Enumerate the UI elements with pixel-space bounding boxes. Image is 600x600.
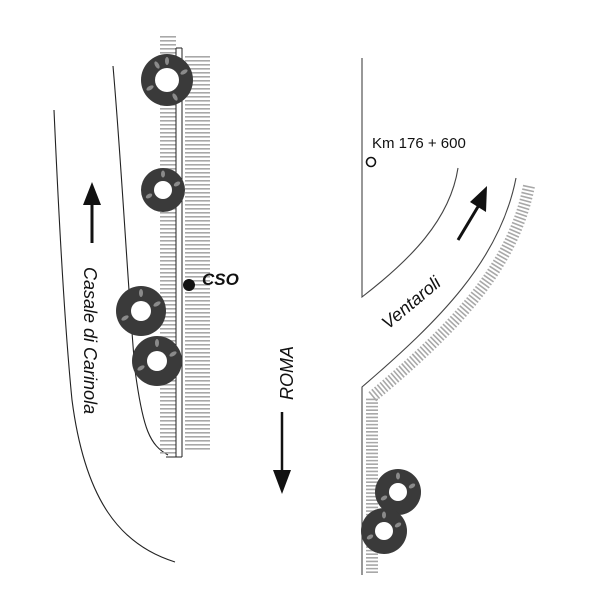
right-road-outer-edge: [361, 177, 517, 575]
casale-label: Casale di Carinola: [80, 267, 100, 414]
km-marker-icon: [365, 156, 377, 168]
left-road-inner-edge: [112, 65, 169, 456]
arrow-up-right-icon: [456, 186, 487, 241]
tree-icon: [141, 168, 185, 212]
arrow-up-icon: [83, 182, 101, 243]
roma-label: ROMA: [277, 346, 297, 400]
tree-icon: [375, 469, 421, 515]
right-road-hatch: [366, 184, 535, 575]
right-road-left-edge: [361, 58, 459, 299]
tree-icon: [361, 508, 407, 554]
station-dot-icon: [183, 279, 195, 291]
arrow-down-icon: [273, 412, 291, 494]
median-hatch-right: [185, 56, 210, 451]
tree-icon: [141, 54, 193, 106]
tree-icon: [116, 286, 166, 336]
station-label: CSO: [202, 270, 239, 289]
tree-icon: [132, 336, 182, 386]
km-marker-label: Km 176 + 600: [372, 135, 466, 152]
ventaroli-label: Ventaroli: [378, 272, 446, 333]
left-road-outer-edge: [53, 109, 176, 563]
